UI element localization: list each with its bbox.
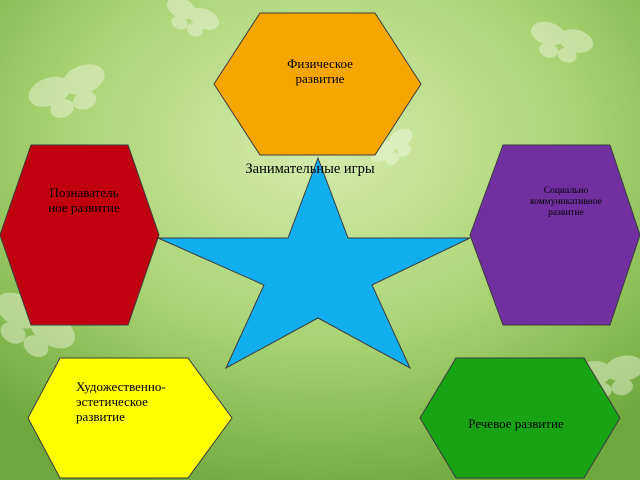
label-cognitive: Познаватель ное развитие	[48, 185, 120, 215]
label-social: Социально коммуникативное развитие	[530, 186, 602, 218]
hexagon-artistic	[27, 357, 233, 479]
butterfly-decoration	[28, 64, 105, 118]
center-title: Занимательные игры	[245, 161, 375, 177]
label-artistic: Художественно- эстетическое развитие	[76, 379, 166, 424]
label-speech: Речевое развитие	[468, 416, 564, 431]
butterfly-decoration	[530, 21, 594, 63]
hexagon-speech	[419, 357, 621, 479]
hexagon-social	[469, 144, 640, 326]
butterfly-decoration	[166, 0, 219, 37]
hexagon-physical	[213, 12, 422, 156]
butterfly-decoration	[370, 128, 413, 166]
hexagon-cognitive	[0, 144, 160, 326]
center-star	[157, 156, 471, 370]
label-physical: Физическое развитие	[287, 56, 353, 86]
